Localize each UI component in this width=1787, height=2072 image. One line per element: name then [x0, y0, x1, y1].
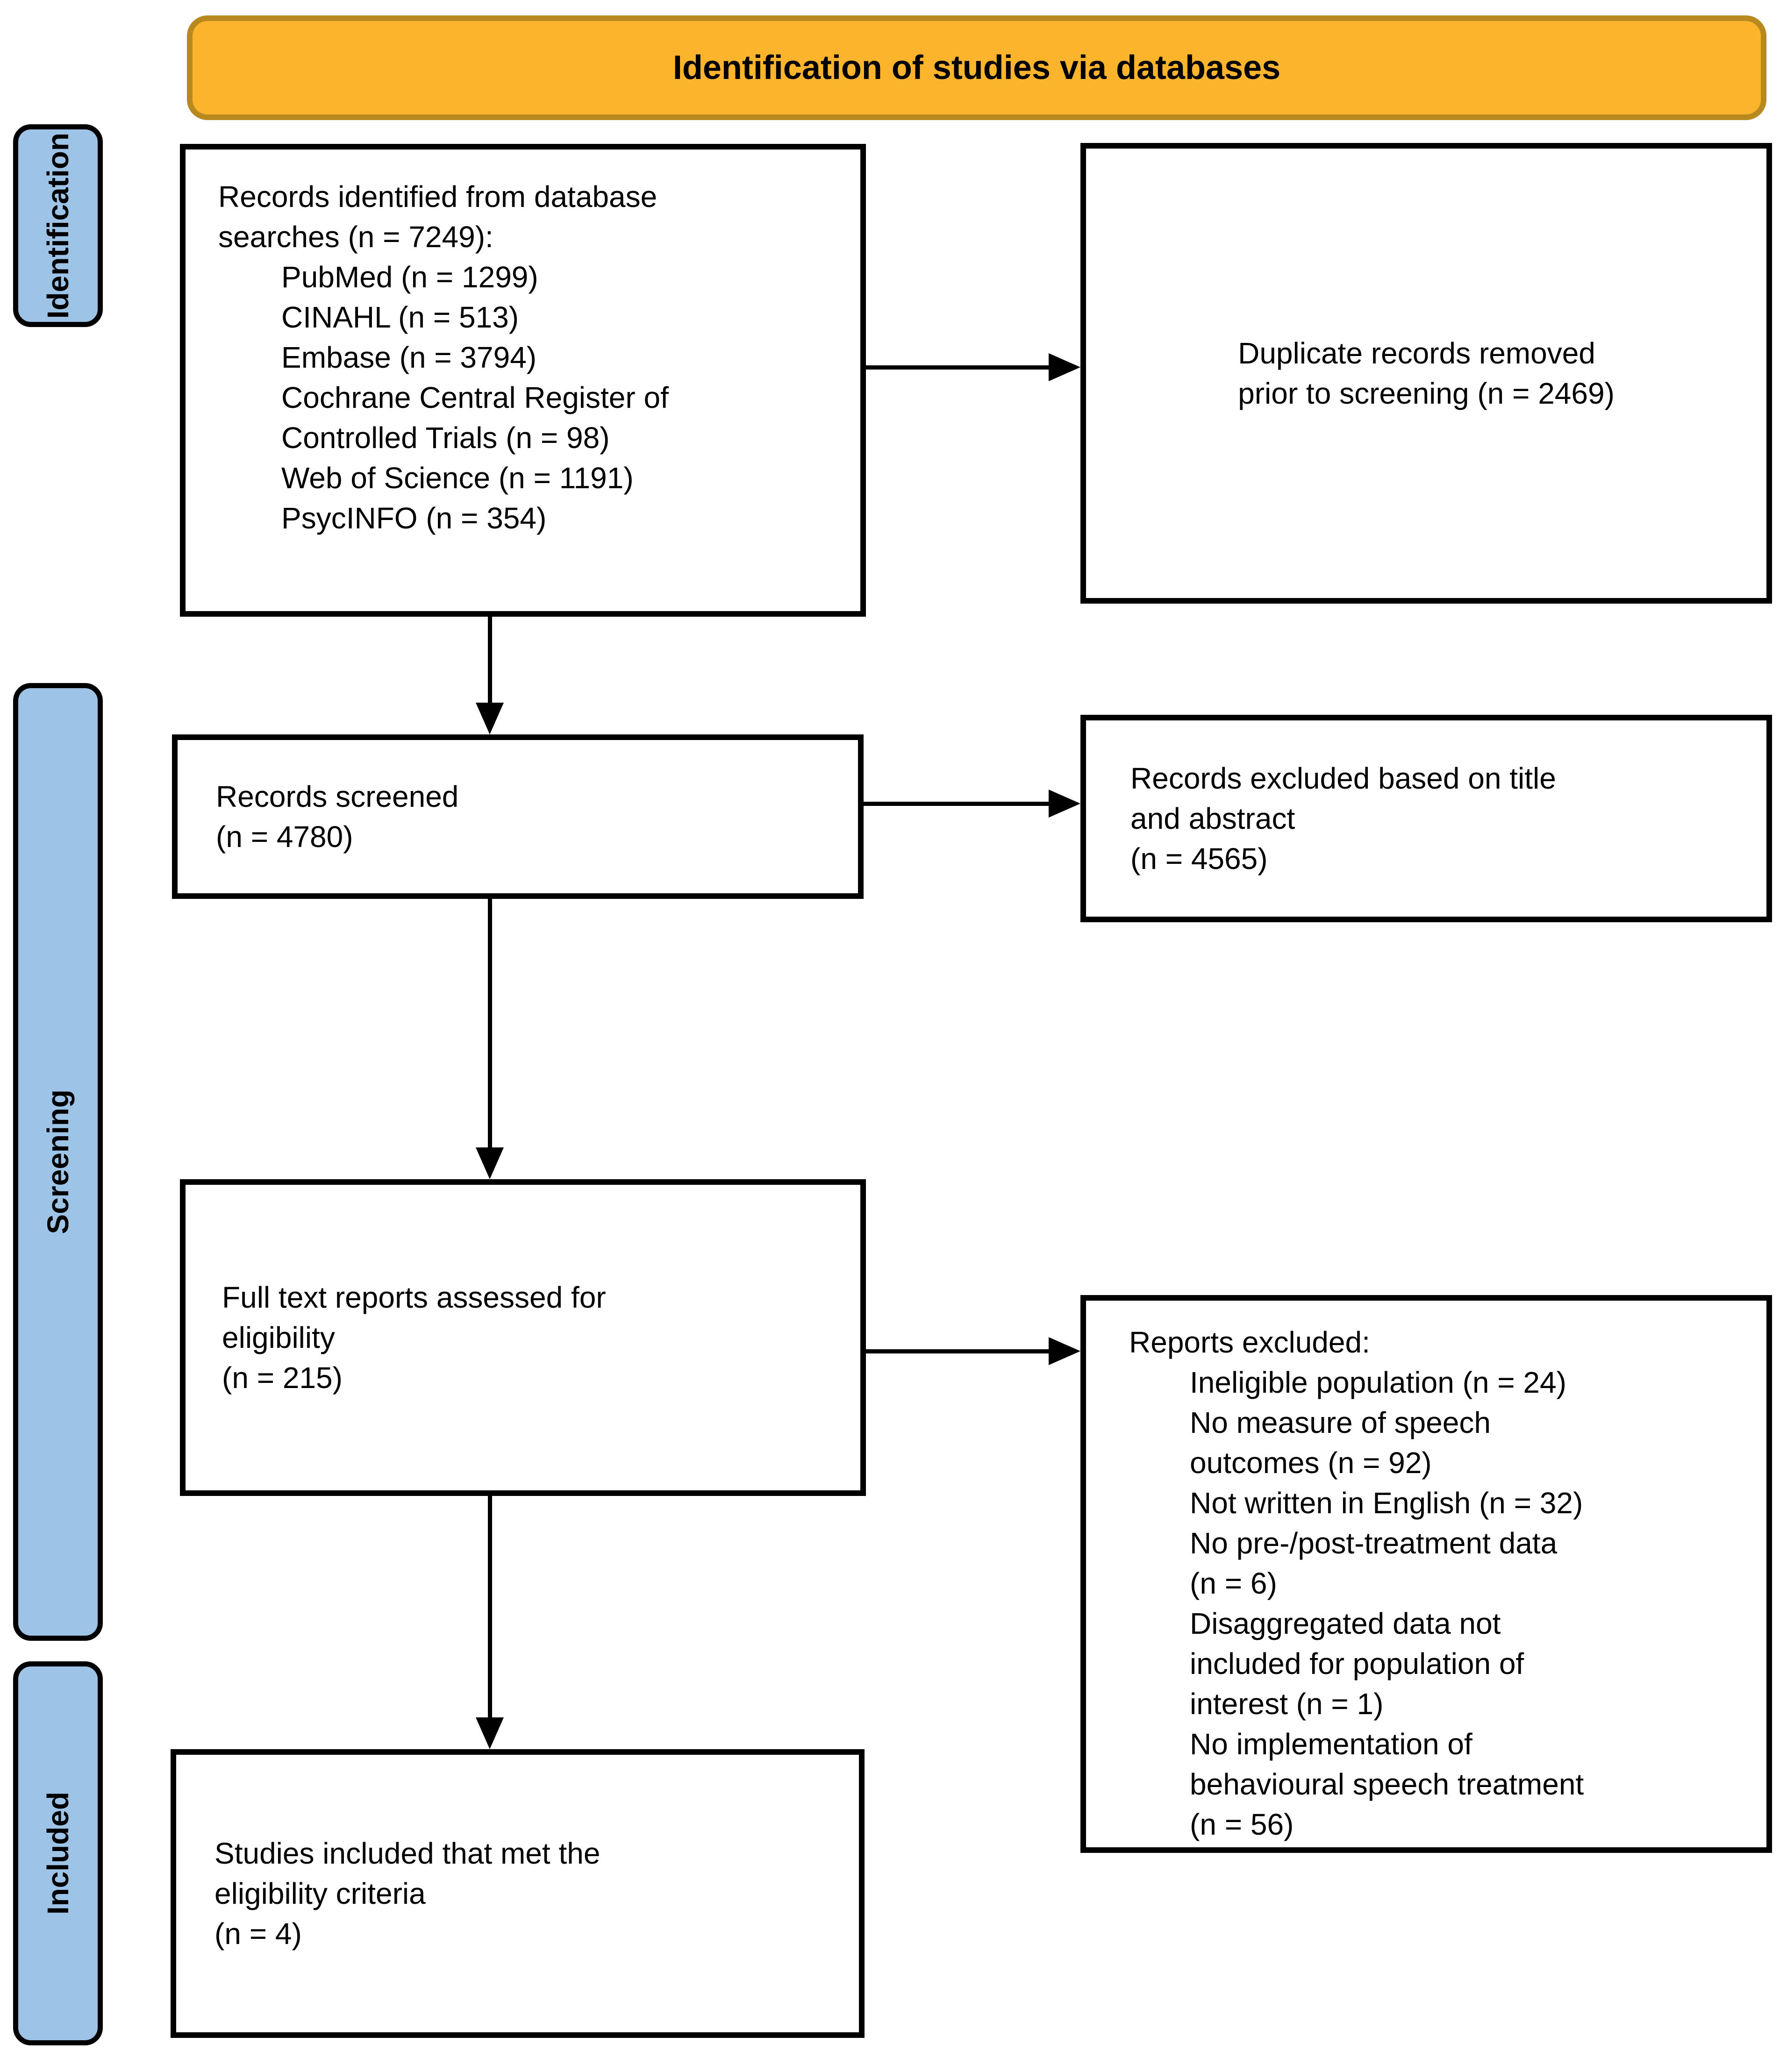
records-excluded-box: Records excluded based on title and abst…: [1080, 715, 1772, 922]
stage-label-included: Included: [13, 1661, 103, 2045]
list-item: Disaggregated data not included for popu…: [1190, 1607, 1524, 1721]
list-item: CINAHL (n = 513): [281, 300, 519, 334]
stage-label-screening-text: Screening: [41, 1089, 75, 1234]
list-item: Not written in English (n = 32): [1190, 1486, 1583, 1520]
reports-excluded-list: Ineligible population (n = 24) No measure…: [1129, 1362, 1750, 1844]
arrow-screened-to-excluded-line: [864, 802, 1051, 806]
arrow-screened-to-fulltext-head-icon: [476, 1147, 504, 1179]
arrow-fulltext-to-included-head-icon: [476, 1717, 504, 1749]
full-text-assessed-box: Full text reports assessed for eligibili…: [180, 1179, 866, 1496]
stage-label-identification-text: Identification: [41, 132, 75, 319]
arrow-screened-to-excluded-head-icon: [1049, 790, 1080, 818]
list-item: PsycINFO (n = 354): [281, 501, 547, 535]
arrow-identified-to-duplicates-head-icon: [1049, 353, 1080, 381]
records-screened-box: Records screened (n = 4780): [172, 734, 864, 899]
list-item: Cochrane Central Register of Controlled …: [281, 381, 669, 455]
stage-label-screening: Screening: [13, 683, 103, 1641]
duplicates-removed-box: Duplicate records removed prior to scree…: [1080, 143, 1772, 604]
studies-included-box: Studies included that met the eligibilit…: [171, 1749, 865, 2038]
records-excluded-text: Records excluded based on title and abst…: [1130, 762, 1556, 876]
arrow-fulltext-to-reports-excluded-head-icon: [1049, 1337, 1080, 1365]
records-identified-list: PubMed (n = 1299) CINAHL (n = 513) Embase …: [218, 257, 843, 538]
banner-label: Identification of studies via databases: [672, 49, 1281, 86]
studies-included-text: Studies included that met the eligibilit…: [214, 1837, 600, 1951]
full-text-assessed-text: Full text reports assessed for eligibili…: [222, 1281, 606, 1395]
arrow-identified-to-screened-head-icon: [476, 703, 504, 734]
list-item: No implementation of behavioural speech …: [1190, 1727, 1584, 1841]
stage-label-identification: Identification: [13, 124, 103, 327]
list-item: No pre-/post-treatment data (n = 6): [1190, 1526, 1558, 1600]
stage-label-included-text: Included: [41, 1792, 75, 1915]
list-item: Web of Science (n = 1191): [281, 461, 634, 495]
records-identified-box: Records identified from database searche…: [180, 144, 866, 617]
duplicates-removed-text: Duplicate records removed prior to scree…: [1238, 336, 1615, 410]
list-item: Embase (n = 3794): [281, 341, 537, 374]
arrow-fulltext-to-reports-excluded-line: [866, 1349, 1051, 1353]
records-screened-text: Records screened (n = 4780): [216, 780, 459, 854]
records-identified-heading: Records identified from database searche…: [218, 180, 658, 254]
arrow-fulltext-to-included-line: [488, 1496, 492, 1719]
arrow-identified-to-duplicates-line: [866, 365, 1051, 370]
banner: Identification of studies via databases: [187, 15, 1766, 120]
list-item: Ineligible population (n = 24): [1190, 1366, 1566, 1399]
list-item: No measure of speech outcomes (n = 92): [1190, 1406, 1491, 1480]
reports-excluded-box: Reports excluded: Ineligible population …: [1080, 1295, 1772, 1853]
list-item: PubMed (n = 1299): [281, 260, 538, 294]
reports-excluded-heading: Reports excluded:: [1129, 1325, 1370, 1359]
arrow-screened-to-fulltext-line: [488, 899, 492, 1149]
arrow-identified-to-screened-line: [488, 617, 492, 705]
